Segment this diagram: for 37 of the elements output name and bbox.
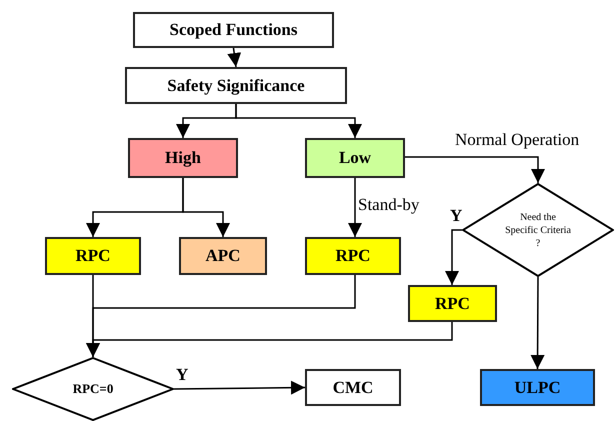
process-box bbox=[133, 12, 334, 48]
node-label: RPC bbox=[76, 246, 110, 266]
edge-label: Normal Operation bbox=[455, 131, 580, 148]
arrow bbox=[235, 104, 362, 138]
node-label: CMC bbox=[332, 378, 374, 398]
arrow bbox=[530, 277, 545, 369]
arrow bbox=[445, 229, 462, 285]
arrow bbox=[86, 322, 453, 357]
decision-diamond bbox=[12, 357, 174, 421]
process-box bbox=[305, 369, 401, 406]
process-box bbox=[45, 237, 141, 275]
process-box bbox=[305, 138, 405, 178]
node-label: RPC bbox=[336, 246, 370, 266]
node-label: High bbox=[165, 148, 201, 168]
node-label: RPC=0 bbox=[72, 381, 114, 397]
arrow bbox=[227, 48, 242, 68]
decision-diamond bbox=[462, 183, 614, 277]
node-label: APC bbox=[206, 246, 240, 266]
process-box bbox=[125, 67, 347, 104]
node-label: Need the Specific Criteria ? bbox=[504, 210, 572, 250]
process-box bbox=[480, 369, 595, 406]
process-box bbox=[179, 237, 267, 275]
arrow bbox=[405, 156, 545, 183]
arrow bbox=[174, 380, 305, 395]
process-box bbox=[408, 285, 497, 322]
edge-label: Stand-by bbox=[358, 196, 420, 213]
process-box bbox=[305, 237, 401, 275]
process-box bbox=[128, 138, 238, 178]
node-label: ULPC bbox=[514, 378, 561, 398]
node-label: Low bbox=[338, 148, 372, 168]
arrow bbox=[348, 178, 362, 237]
edge-label: Y bbox=[450, 207, 462, 224]
edge-label: Y bbox=[176, 366, 188, 383]
node-label: RPC bbox=[435, 294, 470, 314]
node-label: Scoped Functions bbox=[170, 20, 298, 40]
node-label: Safety Significance bbox=[167, 76, 305, 96]
arrow bbox=[182, 178, 230, 237]
